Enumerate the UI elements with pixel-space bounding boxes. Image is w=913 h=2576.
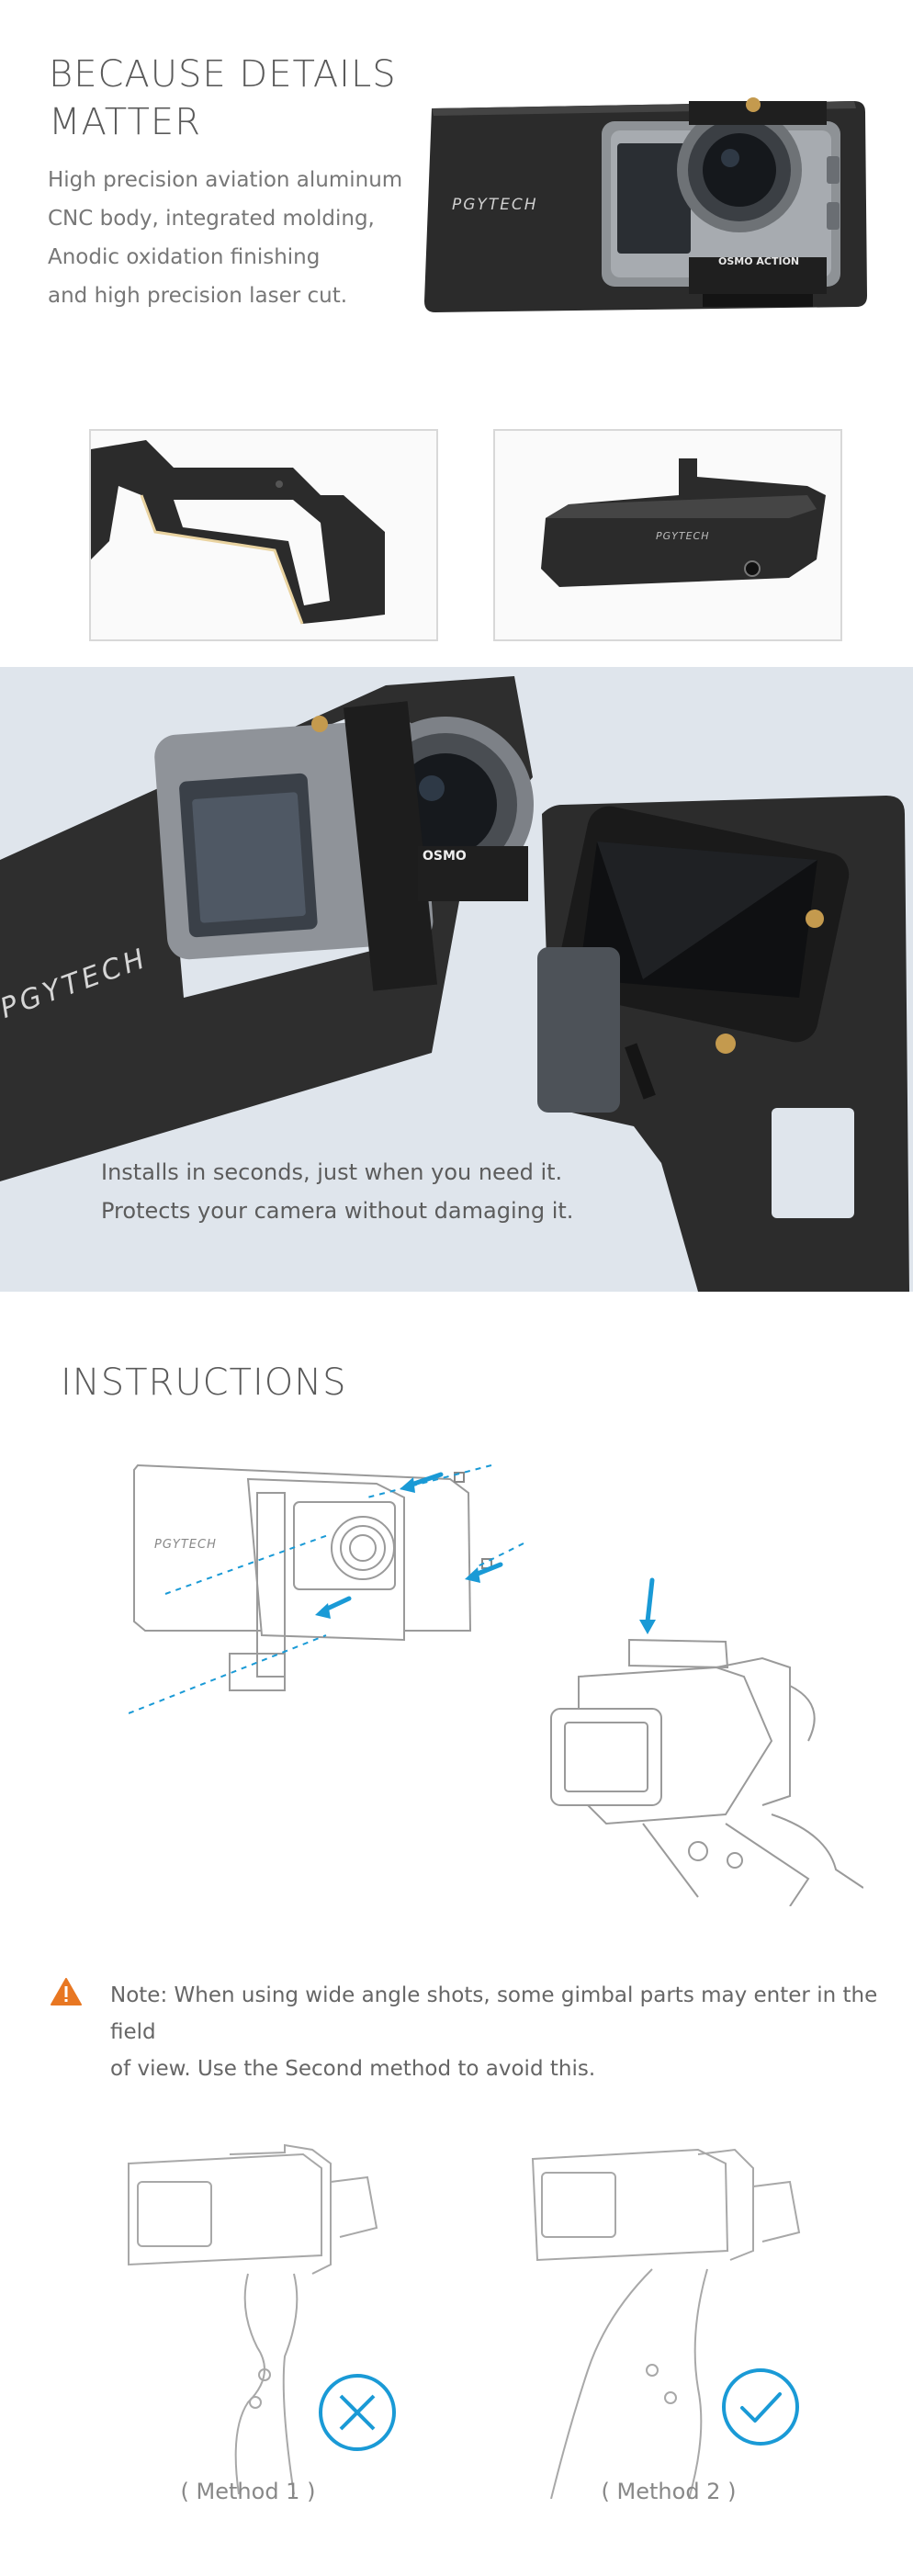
- banner-text: Installs in seconds, just when you need …: [101, 1153, 573, 1230]
- hero-brand-text: PGYTECH: [452, 196, 538, 214]
- warning-icon: [51, 1978, 82, 2005]
- hero-desc-line: High precision aviation aluminum: [48, 168, 403, 192]
- note-line2: of view. Use the Second method to avoid …: [110, 2057, 596, 2081]
- note-line1: Note: When using wide angle shots, some …: [110, 1983, 878, 2044]
- detail-frame-1: [89, 429, 438, 641]
- correct-check-icon: [719, 2366, 802, 2448]
- banner-line: Installs in seconds, just when you need …: [101, 1159, 563, 1185]
- hero-title: BECAUSE DETAILS MATTER: [49, 51, 397, 146]
- banner-line: Protects your camera without damaging it…: [101, 1198, 574, 1224]
- instructions-title: INSTRUCTIONS: [61, 1361, 347, 1404]
- incorrect-x-icon: [316, 2371, 399, 2454]
- method-2-label: ( Method 2 ): [601, 2479, 737, 2504]
- instructions-diagram: PGYTECH: [129, 1447, 863, 1906]
- note-text: Note: When using wide angle shots, some …: [110, 1977, 913, 2087]
- method-1-label: ( Method 1 ): [180, 2479, 316, 2504]
- detail-frame-2: PGYTECH: [493, 429, 842, 641]
- method-2-illustration: [514, 2131, 827, 2499]
- hero-product-image: PGYTECH OSMO ACTION: [423, 55, 882, 322]
- diagram-brand-text: PGYTECH: [154, 1538, 217, 1552]
- hero-title-line2: MATTER: [49, 101, 201, 143]
- hero-title-line1: BECAUSE DETAILS: [49, 53, 397, 96]
- banner: OSMO PGYTECH Installs in seconds, just w…: [0, 667, 913, 1292]
- banner-product-image: OSMO PGYTECH: [0, 676, 909, 1292]
- method-1-illustration: [101, 2127, 413, 2494]
- detail-brand-text: PGYTECH: [656, 530, 710, 542]
- hero-desc-line: and high precision laser cut.: [48, 284, 348, 308]
- banner-camera-label: OSMO: [423, 849, 467, 864]
- hero-desc-line: Anodic oxidation finishing: [48, 245, 321, 269]
- hero-camera-label: OSMO ACTION: [718, 255, 799, 267]
- hero-description: High precision aviation aluminum CNC bod…: [48, 161, 402, 315]
- hero-desc-line: CNC body, integrated molding,: [48, 207, 375, 231]
